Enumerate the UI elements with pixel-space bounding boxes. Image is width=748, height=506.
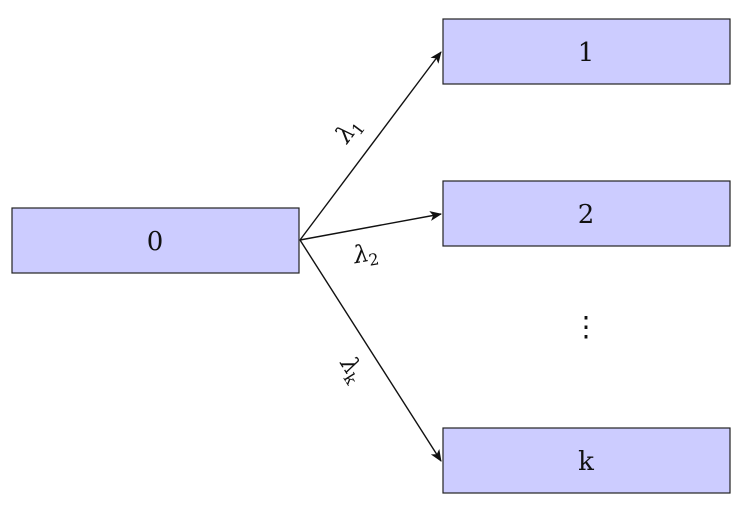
- edge-label-lambda-k: λ k: [334, 351, 366, 389]
- edge-0-to-1: [299, 51, 442, 241]
- node-0-box: [11, 207, 300, 274]
- edge-0-to-2: [299, 211, 442, 241]
- edge-label-lambda-2-symbol: λ: [350, 239, 371, 269]
- node-0-label: 0: [147, 227, 164, 257]
- node-k-box: [442, 427, 731, 494]
- node-2: 2: [442, 180, 731, 247]
- node-k: k: [442, 427, 731, 494]
- node-2-box: [442, 180, 731, 247]
- edge-label-lambda-1: λ 1: [329, 119, 369, 149]
- node-1: 1: [442, 18, 731, 85]
- edge-label-lambda-2: λ 2: [350, 239, 380, 270]
- node-0: 0: [11, 207, 300, 274]
- vertical-ellipsis: ⋮: [572, 310, 600, 343]
- node-1-label: 1: [578, 38, 595, 68]
- edge-label-lambda-2-subscript: 2: [367, 249, 380, 269]
- node-k-label: k: [578, 447, 594, 477]
- node-1-box: [442, 18, 731, 85]
- node-2-label: 2: [578, 200, 595, 230]
- edge-0-to-k: [299, 239, 442, 462]
